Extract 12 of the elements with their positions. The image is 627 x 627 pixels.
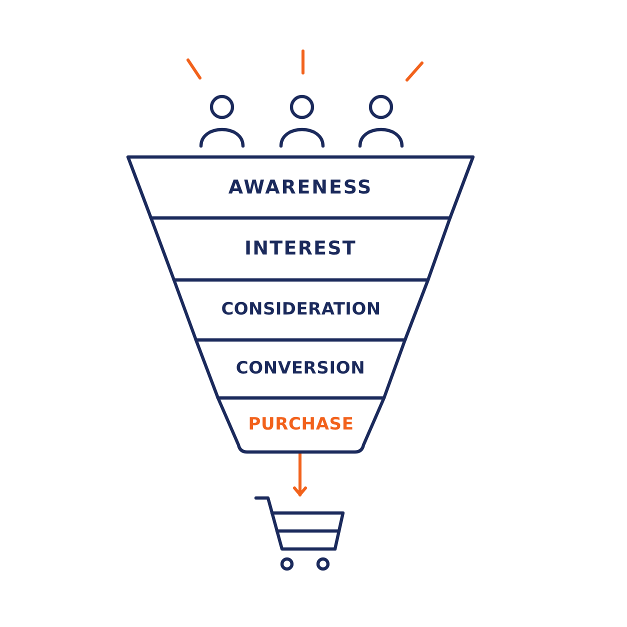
stage-label: PURCHASE bbox=[248, 416, 354, 434]
funnel-stage bbox=[128, 157, 473, 218]
shopping-cart-icon bbox=[254, 496, 346, 572]
funnel-stage bbox=[151, 218, 450, 280]
stage-label: CONVERSION bbox=[236, 360, 366, 378]
arrow bbox=[293, 452, 307, 496]
stage-label: CONSIDERATION bbox=[221, 302, 381, 318]
funnel-stage bbox=[218, 398, 384, 452]
funnel-stage bbox=[174, 280, 428, 340]
stage-label: INTEREST bbox=[244, 240, 356, 258]
stage-label: AWARENESS bbox=[228, 178, 373, 197]
funnel-stage bbox=[196, 340, 405, 398]
